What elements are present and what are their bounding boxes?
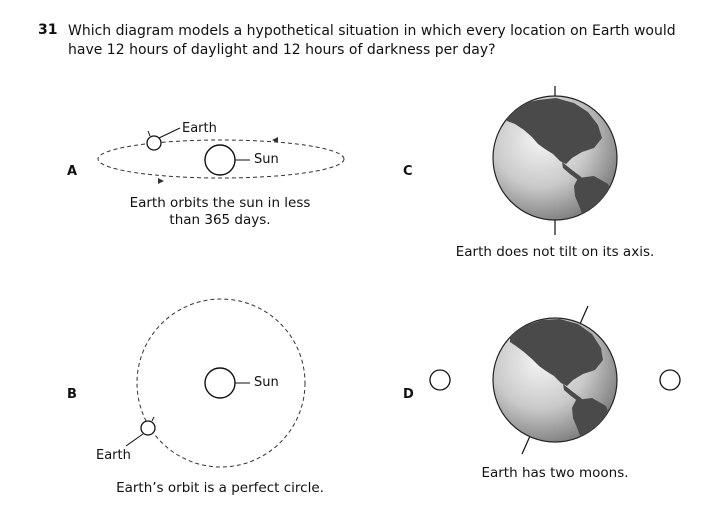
option-a-diagram[interactable]	[97, 127, 345, 184]
caption-line: than 365 days.	[169, 212, 271, 228]
south-america	[572, 398, 611, 442]
sun-label: Sun	[254, 375, 279, 390]
option-d-caption: Earth has two moons.	[481, 465, 629, 481]
sun-circle	[204, 367, 236, 399]
option-c-caption: Earth does not tilt on its axis.	[455, 244, 655, 260]
option-a-caption: Earth orbits the sun in less than 365 da…	[110, 195, 330, 229]
option-b-caption: Earth’s orbit is a perfect circle.	[116, 480, 324, 496]
moon-left-circle	[429, 369, 451, 391]
orbit-circle	[136, 298, 306, 468]
orbit-ellipse	[97, 139, 345, 179]
sun-circle	[204, 144, 236, 176]
earth-circle	[140, 420, 156, 436]
caption-line: Earth orbits the sun in less	[129, 195, 311, 211]
central-america	[562, 162, 584, 180]
earth-label: Earth	[96, 448, 131, 463]
orbit-arrow	[272, 137, 278, 143]
option-c-letter[interactable]: C	[403, 164, 413, 179]
option-d-diagram[interactable]	[429, 305, 681, 455]
option-a-letter[interactable]: A	[67, 164, 78, 179]
earth-circle	[146, 135, 162, 151]
orbit-arrow	[158, 178, 164, 184]
sun-label: Sun	[254, 152, 279, 167]
question-text: Which diagram models a hypothetical situ…	[68, 23, 676, 58]
question-number: 31	[38, 22, 58, 38]
south-america	[574, 176, 613, 220]
option-b-letter[interactable]: B	[67, 387, 77, 402]
option-c-diagram[interactable]	[492, 86, 618, 235]
north-america	[505, 98, 602, 164]
central-america	[563, 384, 585, 402]
north-america	[510, 319, 603, 386]
option-d-letter[interactable]: D	[403, 387, 414, 402]
moon-right-circle	[659, 369, 681, 391]
option-b-diagram[interactable]	[125, 298, 306, 468]
earth-label: Earth	[182, 121, 217, 136]
